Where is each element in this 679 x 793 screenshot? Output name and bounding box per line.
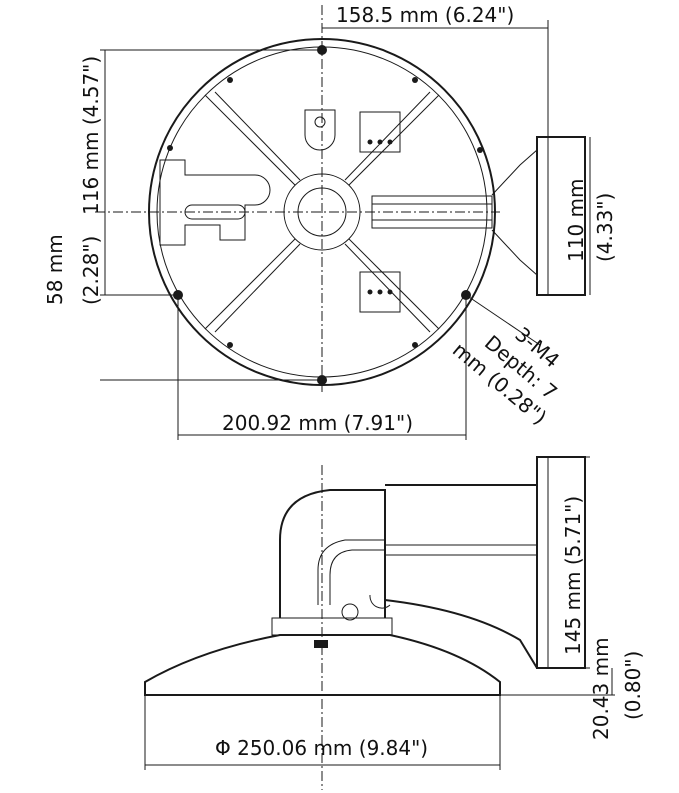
arm-channel <box>371 195 493 229</box>
top-view: 158.5 mm (6.24") 116 mm (4.57") 58 mm (2… <box>43 3 617 440</box>
dim-base-height-mm: 20.43 mm <box>589 637 613 740</box>
wall-plate-top <box>536 136 586 296</box>
ribs <box>204 91 440 333</box>
dimension-lines-side <box>144 456 615 770</box>
dim-plate-height-in: (4.33") <box>593 193 617 262</box>
dim-height-lower-mm: 58 mm <box>43 234 67 305</box>
side-view: 145 mm (5.71") 20.43 mm (0.80") Φ 250.06… <box>144 456 645 790</box>
cable-bracket <box>159 159 271 246</box>
terminal-block-top <box>359 111 401 153</box>
terminal-block-bottom <box>359 271 401 313</box>
screw-tab <box>304 109 336 151</box>
dimension-lines-top <box>100 20 591 440</box>
dim-hole-spacing: 200.92 mm (7.91") <box>222 411 413 435</box>
arm-body <box>384 484 538 669</box>
dim-side-height: 145 mm (5.71") <box>561 496 585 655</box>
dim-height-lower-in: (2.28") <box>79 236 103 305</box>
arm-elbow <box>279 489 386 618</box>
base-collar <box>271 617 393 636</box>
screw-holes <box>167 45 483 385</box>
lock-screw <box>341 603 359 621</box>
dim-diameter: Φ 250.06 mm (9.84") <box>215 736 428 760</box>
dim-base-height-in: (0.80") <box>621 651 645 720</box>
hole-spec-label: 3-M4 Depth: 7 mm (0.28") <box>448 322 564 430</box>
dim-width-offset: 158.5 mm (6.24") <box>336 3 514 27</box>
dim-height-upper: 116 mm (4.57") <box>79 56 103 215</box>
dim-plate-height-mm: 110 mm <box>564 179 588 263</box>
